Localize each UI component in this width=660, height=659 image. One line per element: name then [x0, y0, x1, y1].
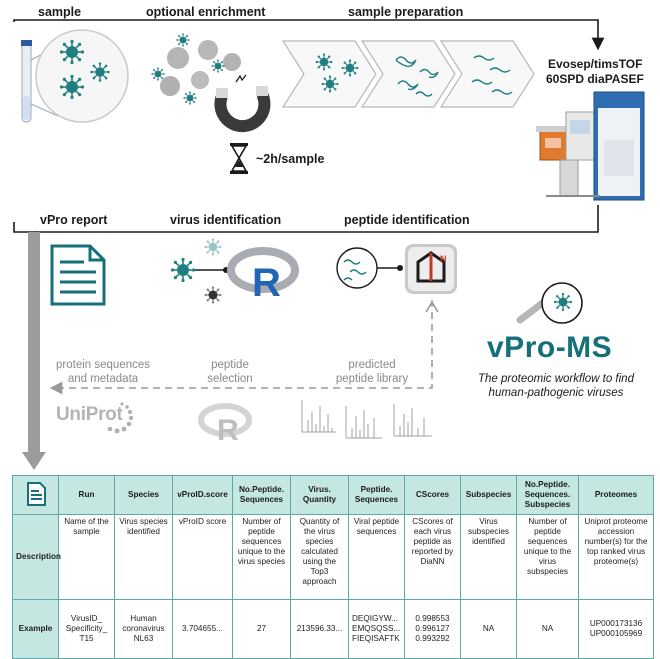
instrument-label-line1: Evosep/timsTOF	[548, 57, 643, 71]
table-cell: 0.998553 0.996127 0.993292	[404, 599, 461, 659]
svg-text:R: R	[252, 261, 281, 305]
peptide-fragments-icon	[471, 55, 513, 95]
library-label-predicted: predicted peptide library	[322, 358, 422, 386]
library-label-protein-sequences: protein sequences and metadata	[45, 358, 161, 386]
tagline-line1: The proteomic workflow to find	[478, 373, 634, 385]
magnet-icon	[214, 74, 271, 133]
uniprot-logo: UniProt	[56, 404, 123, 425]
brand-name: vPro-MS	[487, 331, 613, 364]
svg-text:N: N	[440, 254, 447, 264]
table-cell: Virus subspecies identified	[460, 514, 517, 600]
uniprot-dots	[107, 402, 134, 434]
peptide-selection-line1: peptide	[211, 359, 249, 371]
table-cell: DEQIGYW... EMQSQSS... FIEQISAFTK	[348, 599, 405, 659]
column-header: Virus. Quantity	[290, 475, 349, 515]
table-cell: Virus species identified	[114, 514, 173, 600]
row-label: Example	[12, 599, 59, 659]
table-cell: Number of peptide sequences unique to th…	[516, 514, 579, 600]
table-cell: Viral peptide sequences	[348, 514, 405, 600]
table-row: Example VirusID_ Specificity_ T15 Human …	[12, 599, 654, 659]
peptide-fragments-icon	[336, 247, 403, 289]
table-cell: Quantity of the virus species calculated…	[290, 514, 349, 600]
tagline-line2: human-pathogenic viruses	[488, 387, 624, 399]
table-cell: VirusID_ Specificity_ T15	[58, 599, 115, 659]
sample-magnified-circle	[35, 29, 129, 123]
predicted-line2: peptide library	[335, 373, 409, 385]
column-header: Run	[58, 475, 115, 515]
column-header: vProID.score	[172, 475, 233, 515]
report-document-icon	[50, 244, 106, 306]
time-per-sample: ~2h/sample	[256, 152, 325, 166]
magnifier-virus-icon	[516, 282, 583, 324]
table-cell: UP000173136 UP000105969	[578, 599, 654, 659]
step-label-preparation: sample preparation	[348, 5, 464, 19]
table-cell: NA	[516, 599, 579, 659]
r-logo-icon: R	[227, 247, 299, 305]
library-label-peptide-selection: peptide selection	[198, 358, 262, 386]
virus-icon	[170, 237, 229, 305]
table-header-row: Run Species vProID.score No.Peptide. Seq…	[12, 475, 654, 515]
table-cell: Human coronavirus NL63	[114, 599, 173, 659]
step-label-report: vPro report	[40, 213, 108, 227]
table-corner-icon-cell	[12, 475, 59, 515]
predicted-line1: predicted	[348, 359, 396, 371]
hourglass-icon	[230, 143, 248, 174]
protein-sequences-line2: and metadata	[67, 373, 139, 385]
table-cell: NA	[460, 599, 517, 659]
vpro-report-table: Run Species vProID.score No.Peptide. Seq…	[12, 475, 654, 659]
preparation-chevrons	[281, 40, 535, 108]
table-cell: Uniprot proteome accession number(s) for…	[578, 514, 654, 600]
step-label-enrichment: optional enrichment	[146, 5, 266, 19]
diann-logo-icon: N	[405, 244, 457, 294]
down-arrow-shaft	[28, 232, 40, 454]
step-label-sample: sample	[38, 5, 82, 19]
table-cell: Number of peptide sequences unique to th…	[232, 514, 291, 600]
column-header: No.Peptide. Sequences	[232, 475, 291, 515]
report-document-icon	[26, 481, 46, 506]
down-arrow-head	[22, 452, 46, 470]
table-row: Description Name of the sample Virus spe…	[12, 514, 654, 600]
table-cell: vProID score	[172, 514, 233, 600]
column-header: Proteomes	[578, 475, 654, 515]
step-label-peptide-identification: peptide identification	[344, 213, 470, 227]
mass-spectrometer-icon	[536, 91, 645, 201]
column-header: Peptide. Sequences	[348, 475, 405, 515]
middle-flow-line	[35, 205, 599, 233]
peptide-selection-line2: selection	[207, 373, 253, 385]
r-logo-icon: R	[198, 403, 252, 447]
step-label-virus-identification: virus identification	[170, 213, 282, 227]
svg-text:R: R	[217, 414, 239, 447]
table-cell: 213596.33...	[290, 599, 349, 659]
instrument-label-line2: 60SPD diaPASEF	[546, 72, 644, 86]
library-dashed-arrow	[49, 300, 433, 395]
table-cell: CScores of each virus peptide as reporte…	[404, 514, 461, 600]
top-flow-arrow	[13, 19, 605, 51]
predicted-spectra-icon	[301, 400, 432, 439]
row-label: Description	[12, 514, 61, 600]
protein-sequences-line1: protein sequences	[56, 359, 150, 371]
column-header: CScores	[404, 475, 461, 515]
denatured-protein-icon	[395, 56, 439, 97]
column-header: Species	[114, 475, 173, 515]
table-cell: 3.704655...	[172, 599, 233, 659]
workflow-diagram: R N R	[13, 19, 645, 470]
brand-tagline: The proteomic workflow to find human-pat…	[456, 372, 656, 400]
table-cell: 27	[232, 599, 291, 659]
column-header: No.Peptide. Sequences. Subspecies	[516, 475, 579, 515]
table-cell: Name of the sample	[58, 514, 115, 600]
column-header: Subspecies	[460, 475, 517, 515]
enrichment-beads	[150, 32, 241, 106]
